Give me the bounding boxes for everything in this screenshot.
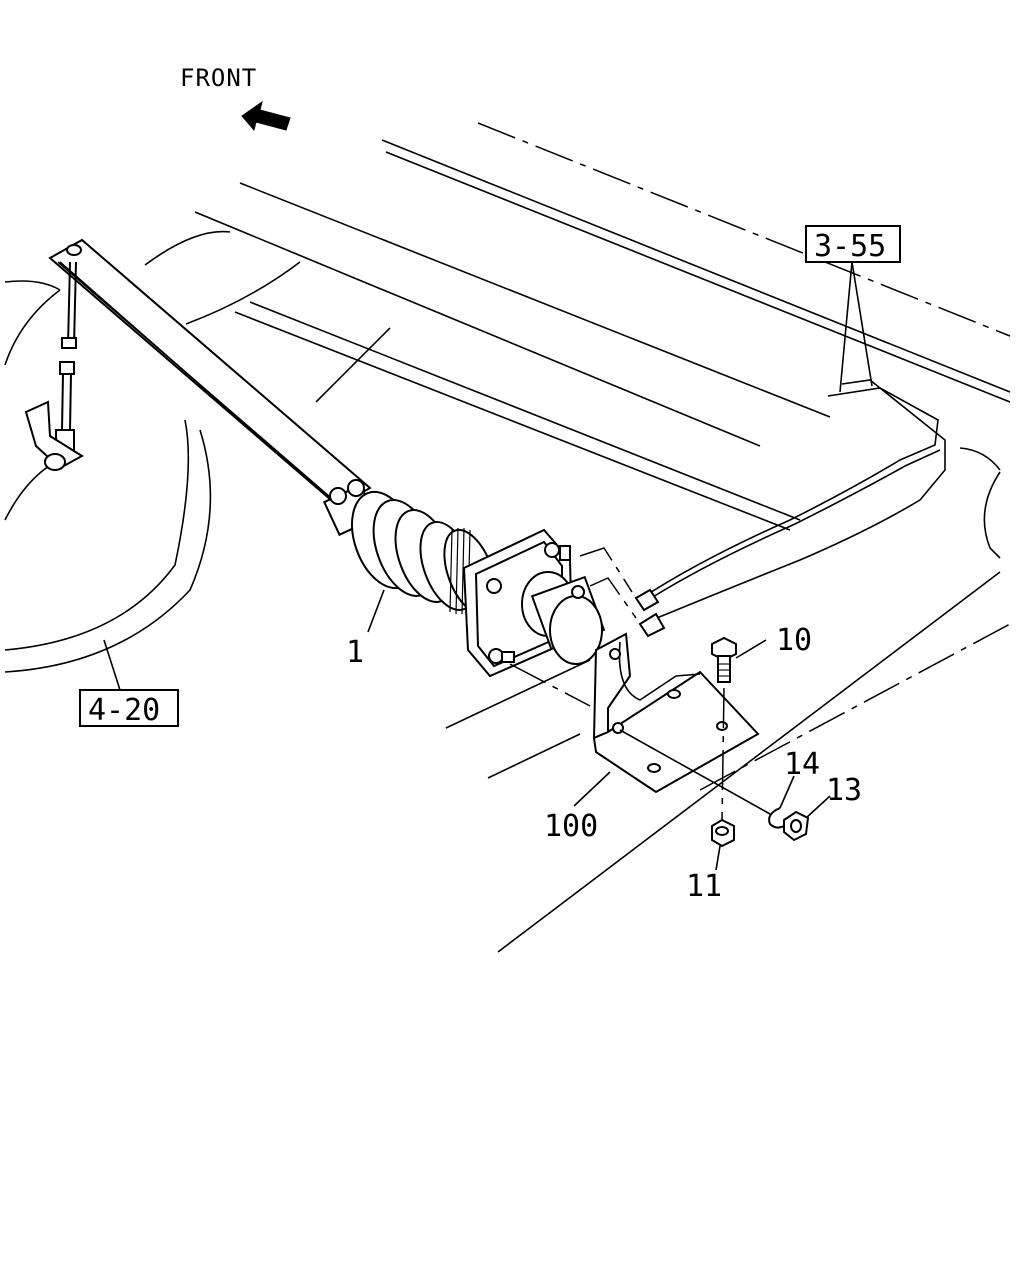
bracket-centerline [619, 729, 771, 815]
wheel-outline [4, 230, 301, 673]
callout-10: 10 [776, 623, 812, 658]
front-arrow-icon [241, 100, 291, 132]
valve-centerline [509, 663, 591, 707]
ref-label-4-20: 4-20 [88, 693, 160, 728]
callout-13: 13 [826, 773, 862, 808]
bracket [592, 632, 760, 794]
front-label: FRONT [180, 64, 257, 92]
ref-box-4-20 [79, 689, 179, 727]
callout-14: 14 [784, 747, 820, 782]
leader-lines [103, 261, 873, 871]
air-lines [579, 379, 946, 638]
height-control-rod [24, 244, 84, 471]
frame-rails [194, 122, 1011, 953]
washer-14 [768, 807, 785, 829]
bolt-10 [711, 636, 737, 823]
callout-100: 100 [544, 809, 598, 844]
ref-label-3-55: 3-55 [814, 229, 886, 264]
callout-1: 1 [346, 635, 364, 670]
nut-11 [711, 818, 735, 848]
air-spring [322, 479, 497, 616]
callout-11: 11 [686, 869, 722, 904]
nut-13 [783, 810, 810, 842]
leveling-valve [462, 528, 606, 678]
ref-box-3-55 [805, 225, 901, 263]
